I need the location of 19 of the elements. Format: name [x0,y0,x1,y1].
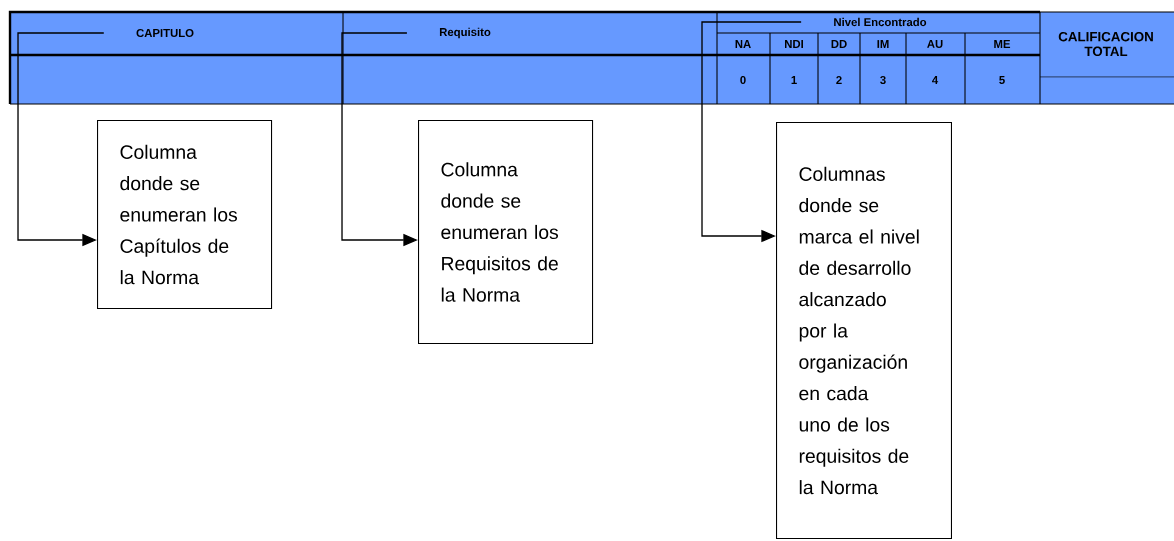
column-header: CALIFICACION TOTAL [1058,31,1153,57]
column-header: NDI [785,40,803,48]
column-header: 5 [999,76,1005,84]
column-header: CAPITULO [136,29,194,37]
column-header: 0 [740,76,746,84]
column-header: 3 [880,76,886,84]
column-header: AU [927,40,943,48]
column-header: NA [735,40,751,48]
callout-box: Columnas donde se marca el nivel de desarrollo alcanzado por la organización en cada uno de los requisitos de la Norma [776,122,952,540]
column-header: 2 [836,76,842,84]
column-header: Nivel Encontrado [834,17,927,27]
callout-box: Columna donde se enumeran los Capítulos de la Norma [97,120,273,310]
column-header: Requisito [439,27,491,39]
column-header: 1 [791,76,797,84]
column-header: DD [831,40,847,48]
column-header: 4 [932,76,939,84]
column-header: IM [877,40,889,48]
column-header: ME [994,40,1011,48]
callout-box: Columna donde se enumeran los Requisitos de la Norma [418,120,594,344]
